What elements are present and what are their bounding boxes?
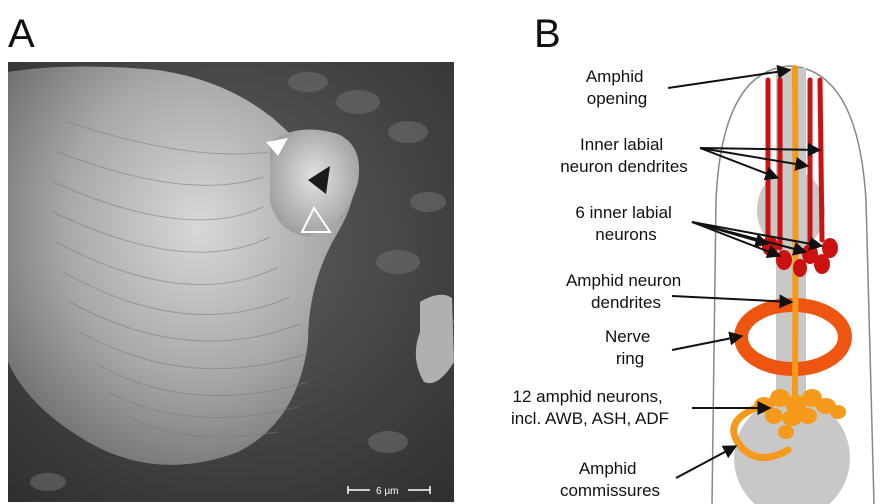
pharynx — [734, 68, 850, 504]
arrow-amphid-dendrite — [672, 296, 792, 302]
amphid-dendrite — [795, 68, 796, 395]
arrow-nerve-ring — [672, 336, 742, 350]
arrow-amphid-opening — [668, 70, 790, 88]
label-inner-labial-neurons: 6 inner labial neurons — [575, 203, 676, 244]
label-amphid-opening: Amphid opening — [586, 67, 648, 108]
label-amphid-neurons: 12 amphid neurons, incl. AWB, ASH, ADF — [511, 387, 669, 428]
label-amphid-commissures: Amphid commissures — [560, 459, 660, 500]
label-inner-labial-dendrites: Inner labial neuron dendrites — [560, 135, 688, 176]
label-nerve-ring: Nerve ring — [605, 327, 655, 368]
arrow-commissures — [676, 446, 736, 478]
label-amphid-neuron-dendrites: Amphid neuron dendrites — [566, 271, 686, 312]
